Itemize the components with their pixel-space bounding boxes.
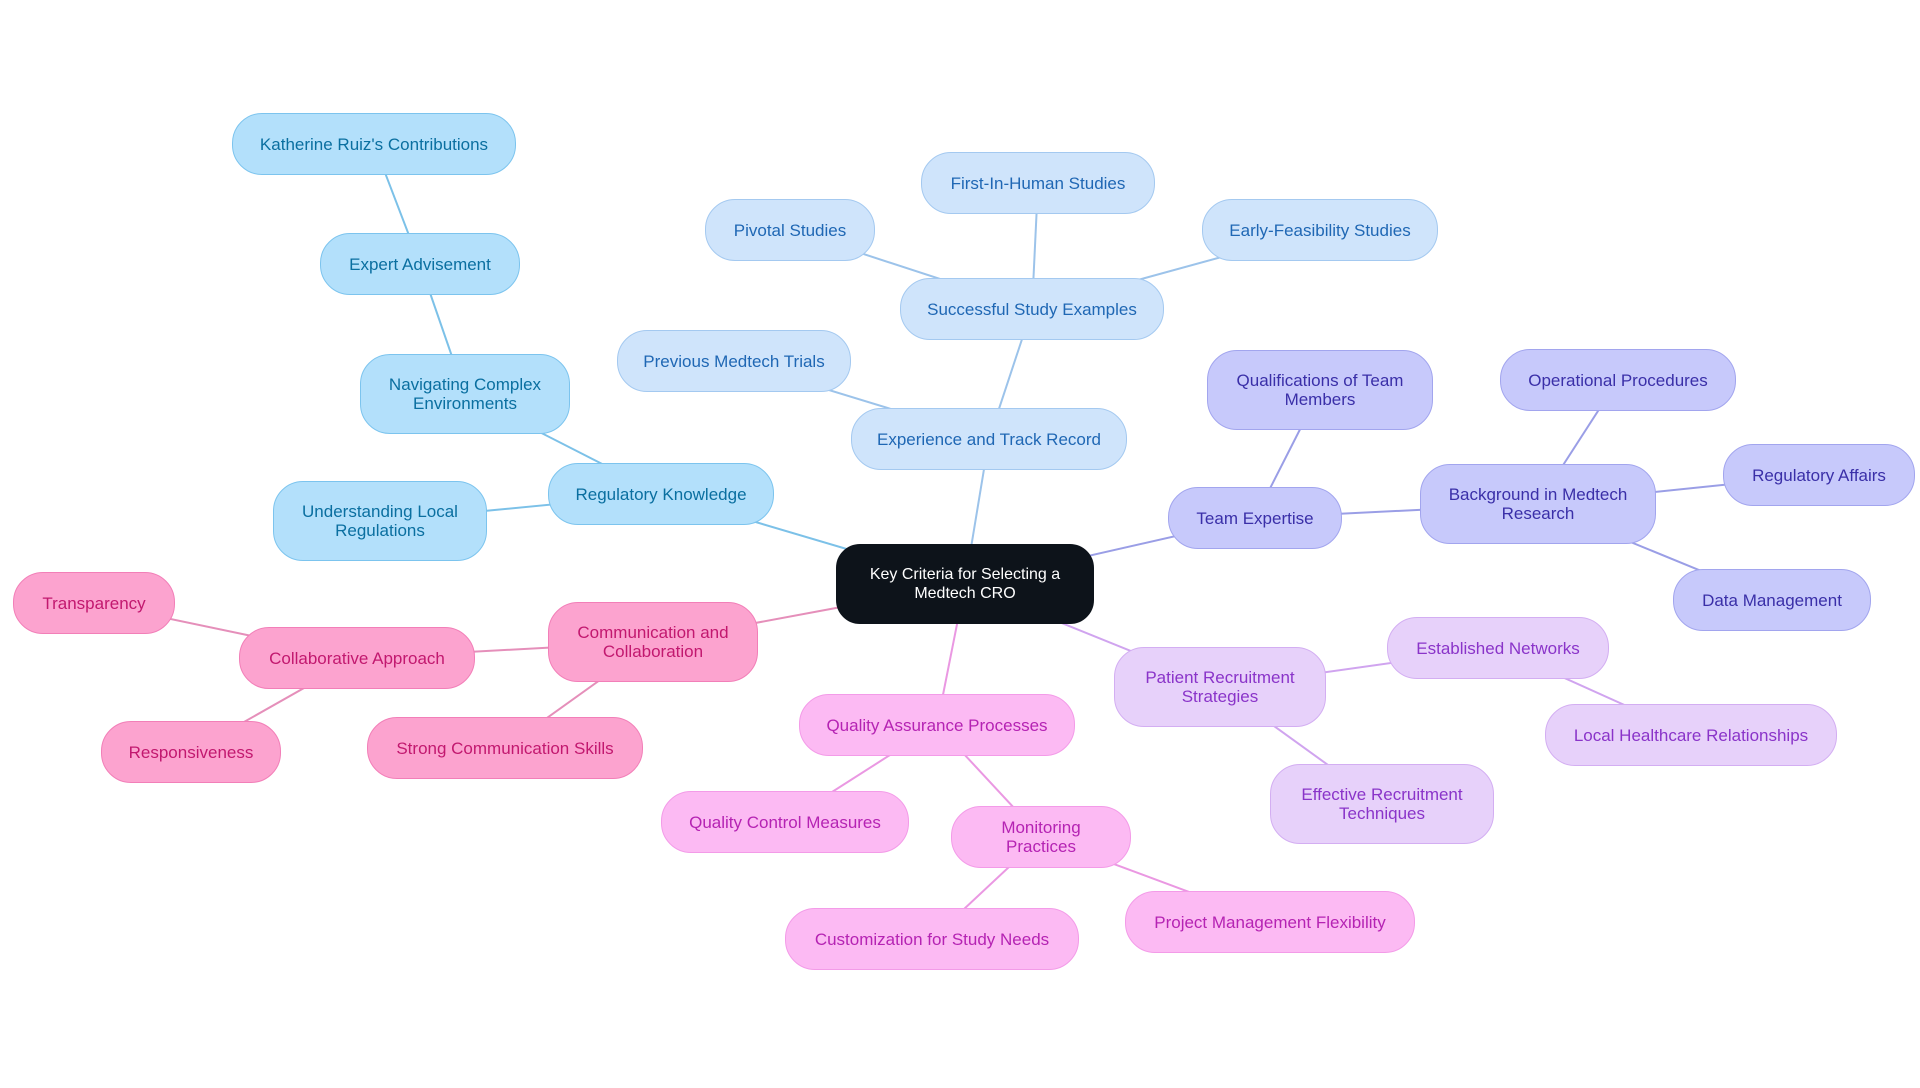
node-label: Collaborative Approach [269,648,445,668]
node-reg: Regulatory Knowledge [548,463,774,525]
node-pmf: Project Management Flexibility [1125,891,1415,953]
node-sse: Successful Study Examples [900,278,1164,340]
node-label: First-In-Human Studies [950,173,1126,193]
node-label: Background in Medtech Research [1448,485,1628,523]
node-ert: Effective Recruitment Techniques [1270,764,1494,844]
node-csn: Customization for Study Needs [785,908,1079,970]
root-node: Key Criteria for Selecting a Medtech CRO [836,544,1094,624]
node-bmr: Background in Medtech Research [1420,464,1656,544]
node-label: Transparency [42,593,146,613]
node-te: Team Expertise [1168,487,1342,549]
node-label: Experience and Track Record [877,429,1101,449]
node-label: Team Expertise [1196,508,1314,528]
node-label: Operational Procedures [1528,370,1708,390]
node-label: Strong Communication Skills [396,738,614,758]
node-label: Previous Medtech Trials [643,351,825,371]
node-krc: Katherine Ruiz's Contributions [232,113,516,175]
node-cac: Communication and Collaboration [548,602,758,682]
node-ulr: Understanding Local Regulations [273,481,487,561]
node-nce: Navigating Complex Environments [360,354,570,434]
node-fih: First-In-Human Studies [921,152,1155,214]
node-label: Patient Recruitment Strategies [1145,668,1295,706]
node-scs: Strong Communication Skills [367,717,643,779]
node-label: Successful Study Examples [927,299,1137,319]
node-label: Pivotal Studies [733,220,847,240]
node-label: Understanding Local Regulations [302,502,458,540]
node-label: Regulatory Knowledge [575,484,747,504]
node-label: Local Healthcare Relationships [1573,725,1809,745]
node-label: Customization for Study Needs [814,929,1050,949]
node-pmt: Previous Medtech Trials [617,330,851,392]
node-label: Effective Recruitment Techniques [1301,785,1463,823]
node-efs: Early-Feasibility Studies [1202,199,1438,261]
node-prs: Patient Recruitment Strategies [1114,647,1326,727]
node-en: Established Networks [1387,617,1609,679]
node-op: Operational Procedures [1500,349,1736,411]
node-label: Responsiveness [128,742,254,762]
node-label: Navigating Complex Environments [388,375,542,413]
node-ps: Pivotal Studies [705,199,875,261]
node-tr: Transparency [13,572,175,634]
node-exp: Experience and Track Record [851,408,1127,470]
node-label: Quality Assurance Processes [826,715,1048,735]
node-label: Communication and Collaboration [577,623,729,661]
node-ra: Regulatory Affairs [1723,444,1915,506]
node-qap: Quality Assurance Processes [799,694,1075,756]
node-ea: Expert Advisement [320,233,520,295]
node-label: Early-Feasibility Studies [1229,220,1411,240]
node-label: Regulatory Affairs [1752,465,1886,485]
node-label: Key Criteria for Selecting a Medtech CRO [869,566,1061,602]
node-label: Monitoring Practices [1001,818,1081,856]
node-dm: Data Management [1673,569,1871,631]
node-re: Responsiveness [101,721,281,783]
node-mp: Monitoring Practices [951,806,1131,868]
node-qtm: Qualifications of Team Members [1207,350,1433,430]
node-lhr: Local Healthcare Relationships [1545,704,1837,766]
node-label: Established Networks [1416,638,1580,658]
node-label: Data Management [1702,590,1842,610]
node-label: Qualifications of Team Members [1236,371,1404,409]
node-label: Expert Advisement [349,254,491,274]
node-qcm: Quality Control Measures [661,791,909,853]
node-label: Katherine Ruiz's Contributions [259,134,489,154]
node-ca: Collaborative Approach [239,627,475,689]
node-label: Project Management Flexibility [1154,912,1386,932]
node-label: Quality Control Measures [689,812,881,832]
